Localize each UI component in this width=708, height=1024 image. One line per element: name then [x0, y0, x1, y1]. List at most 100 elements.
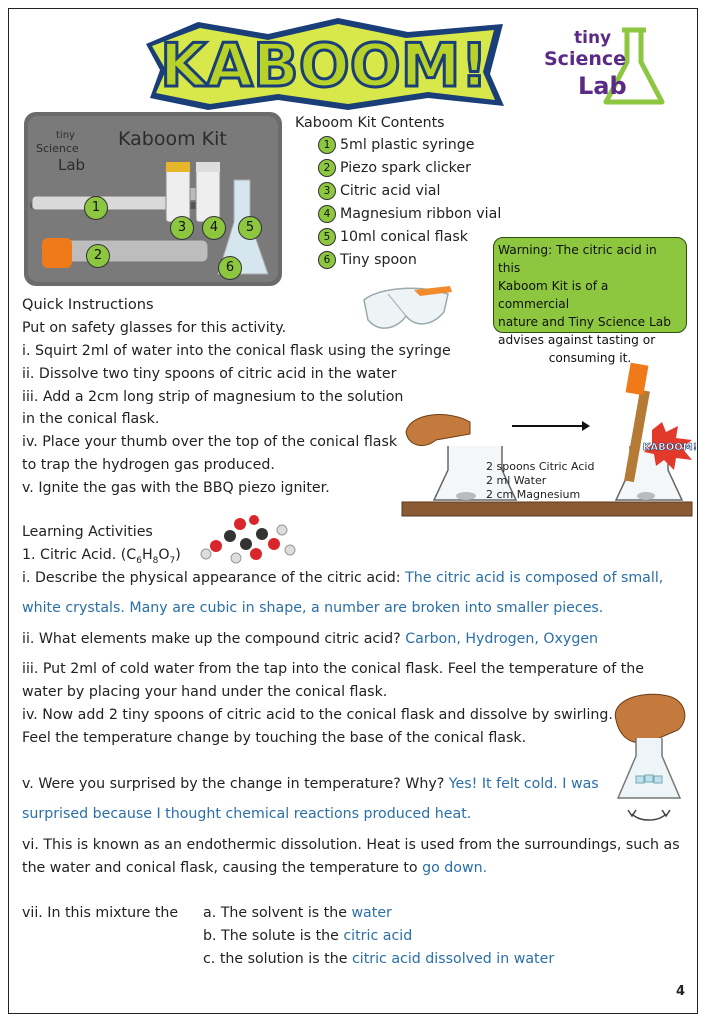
question-5: v. Were you surprised by the change in t…: [22, 775, 599, 793]
formula-sub: 7: [169, 555, 176, 566]
kit-item-label: 5ml plastic syringe: [340, 137, 475, 153]
question-3-continued: water by placing your hand under the con…: [22, 684, 388, 700]
answer-5-continued: surprised because I thought chemical rea…: [22, 806, 472, 822]
kit-item-number: 5: [318, 228, 336, 246]
instruction-line: iii. Add a 2cm long strip of magnesium t…: [22, 389, 404, 405]
kit-marker-5: 5: [238, 216, 262, 240]
question-text: c. the solution is the: [203, 951, 352, 967]
answer-text: The citric acid is composed of small,: [405, 570, 664, 586]
instruction-line: in the conical flask.: [22, 411, 160, 427]
kit-marker-1: 1: [84, 196, 108, 220]
swirling-flask-icon: [614, 693, 686, 821]
question-text: a. The solvent is the: [203, 905, 352, 921]
kit-item-label: 10ml conical flask: [340, 229, 468, 245]
question-7a: a. The solvent is the water: [203, 904, 392, 922]
question-7c: c. the solution is the citric acid disso…: [203, 950, 554, 968]
instruction-line: v. Ignite the gas with the BBQ piezo ign…: [22, 480, 330, 496]
formula-sub: 8: [152, 555, 159, 566]
kit-item-number: 3: [318, 182, 336, 200]
question-2: ii. What elements make up the compound c…: [22, 630, 598, 648]
answer-text: Carbon, Hydrogen, Oxygen: [405, 631, 599, 647]
learning-heading: Learning Activities: [22, 524, 153, 540]
kit-marker-2: 2: [86, 244, 110, 268]
formula-element: H: [141, 547, 153, 563]
kit-item-number: 6: [318, 251, 336, 269]
kit-tray-logo-lab: Lab: [58, 156, 86, 174]
question-text: the water and conical flask, causing the…: [22, 860, 423, 876]
question-6: vi. This is known as an endothermic diss…: [22, 837, 680, 853]
question-text: b. The solute is the: [203, 928, 344, 944]
formula-sub: 6: [136, 555, 142, 566]
kit-contents-title: Kaboom Kit Contents: [295, 115, 445, 131]
logo: tiny Science Lab: [540, 22, 672, 112]
question-6-continued: the water and conical flask, causing the…: [22, 859, 487, 877]
kaboom-title-art: KABOOM!: [146, 18, 504, 110]
answer-1-continued: white crystals. Many are cubic in shape,…: [22, 600, 604, 616]
kit-tray-logo-science: Science: [36, 142, 79, 155]
answer-text: go down.: [422, 860, 488, 876]
kit-tray-title: Kaboom Kit: [118, 128, 227, 150]
formula-element: O: [158, 547, 170, 563]
answer-text: citric acid dissolved in water: [351, 951, 555, 967]
page-border: [8, 8, 698, 1014]
instruction-line: iv. Place your thumb over the top of the…: [22, 434, 398, 450]
kaboom-title-text: KABOOM!: [160, 31, 488, 101]
question-3: iii. Put 2ml of cold water from the tap …: [22, 661, 644, 677]
page-number: 4: [676, 984, 686, 999]
diagram-label: 2 ml Water: [486, 474, 547, 487]
warning-box: Warning: The citric acid in this Kaboom …: [493, 237, 687, 365]
experiment-diagram-art: KABOOM!: [401, 362, 698, 517]
question-text: i. Describe the physical appearance of t…: [22, 570, 406, 586]
logo-tiny: tiny: [574, 28, 612, 48]
question-4: iv. Now add 2 tiny spoons of citric acid…: [22, 707, 613, 723]
question-text: ii. What elements make up the compound c…: [22, 631, 406, 647]
diagram-bang-text: KABOOM!: [643, 442, 696, 453]
quick-instructions-heading: Quick Instructions: [22, 296, 154, 313]
molecule-icon: [200, 515, 296, 564]
instruction-line: ii. Dissolve two tiny spoons of citric a…: [22, 366, 397, 382]
kit-marker-4: 4: [202, 216, 226, 240]
instruction-line: i. Squirt 2ml of water into the conical …: [22, 343, 451, 359]
logo-lab: Lab: [578, 72, 627, 100]
kit-item-label: Tiny spoon: [340, 252, 417, 268]
safety-glasses-icon: [363, 286, 452, 329]
kit-marker-6: 6: [218, 256, 242, 280]
warning-line: Kaboom Kit is of a commercial: [498, 279, 609, 311]
kit-item-label: Citric acid vial: [340, 183, 441, 199]
kit-item-label: Magnesium ribbon vial: [340, 206, 502, 222]
kit-item-label: Piezo spark clicker: [340, 160, 471, 176]
warning-line: nature and Tiny Science Lab: [498, 315, 671, 329]
warning-line: advises against tasting or: [498, 333, 656, 347]
warning-line: Warning: The citric acid in this: [498, 243, 657, 275]
kit-item-number: 2: [318, 159, 336, 177]
answer-text: water: [351, 905, 392, 921]
experiment-diagram: KABOOM! 2 spoons Citric Acid 2 ml Water …: [400, 360, 698, 520]
citric-acid-subheading: 1. Citric Acid. (C6H8O7): [22, 546, 181, 570]
subheading-text: 1. Citric Acid. (C: [22, 547, 137, 563]
instruction-line: to trap the hydrogen gas produced.: [22, 457, 275, 473]
formula-end: ): [175, 547, 181, 563]
question-7: vii. In this mixture the: [22, 905, 179, 921]
diagram-label: 2 spoons Citric Acid: [486, 460, 595, 473]
answer-text: Yes! It felt cold. I was: [448, 776, 599, 792]
kit-marker-3: 3: [170, 216, 194, 240]
flask-logo-icon: [603, 27, 665, 105]
diagram-label: 2 cm Magnesium: [486, 488, 581, 501]
question-text: v. Were you surprised by the change in t…: [22, 776, 449, 792]
kit-item-number: 1: [318, 136, 336, 154]
question-4-continued: Feel the temperature change by touching …: [22, 730, 527, 746]
question-1: i. Describe the physical appearance of t…: [22, 569, 663, 587]
instruction-line: Put on safety glasses for this activity.: [22, 320, 287, 336]
answer-text: citric acid: [343, 928, 413, 944]
question-7b: b. The solute is the citric acid: [203, 927, 412, 945]
warning-line: consuming it.: [548, 351, 632, 365]
kit-item-number: 4: [318, 205, 336, 223]
logo-science: Science: [544, 48, 627, 70]
